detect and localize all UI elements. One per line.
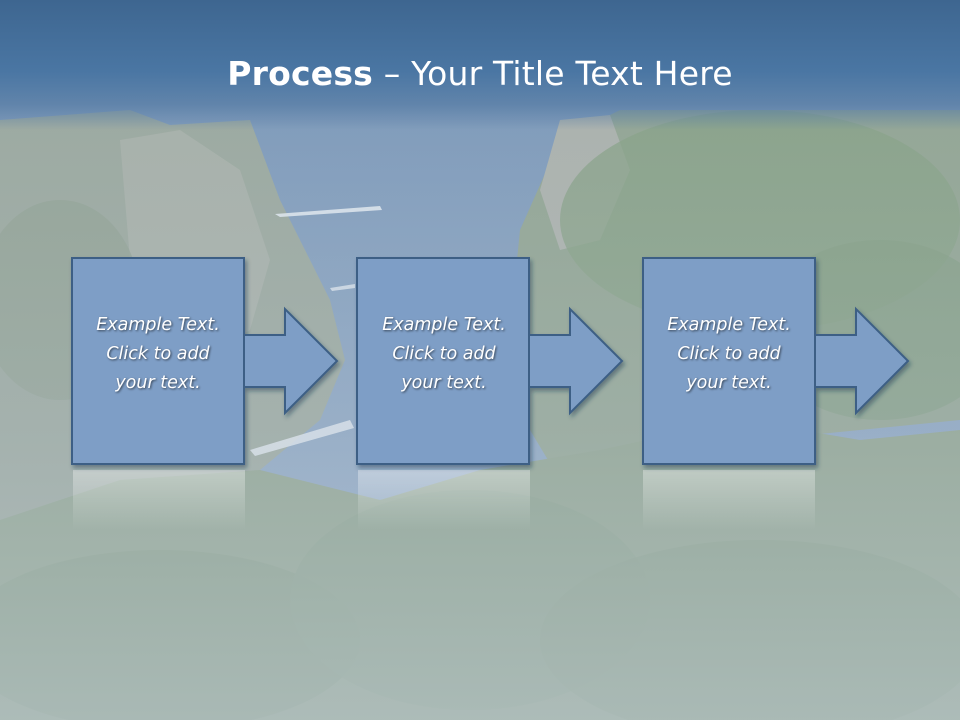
step-2-line-2: Click to add [392, 344, 496, 364]
step-3-line-3: your text. [686, 373, 772, 393]
reflection-group [73, 470, 815, 530]
step-3-arrow-shape [814, 306, 910, 416]
process-step-2[interactable] [356, 257, 624, 465]
step-1-text[interactable]: Example Text. Click to add your text. [71, 311, 245, 398]
step-1-box [71, 257, 245, 465]
step-3-text[interactable]: Example Text. Click to add your text. [642, 311, 816, 398]
step-1-line-2: Click to add [106, 344, 210, 364]
step-3-line-1: Example Text. [667, 315, 791, 335]
step-1-line-1: Example Text. [96, 315, 220, 335]
step-2-line-1: Example Text. [382, 315, 506, 335]
process-step-3[interactable] [642, 257, 910, 465]
title-band [0, 0, 960, 130]
slide-title[interactable]: Process – Your Title Text Here [0, 52, 960, 96]
step-2-box [356, 257, 530, 465]
title-rest-part: – Your Title Text Here [373, 54, 733, 93]
title-bold-part: Process [227, 54, 374, 93]
step-1-line-3: your text. [115, 373, 201, 393]
step-1-arrow-shape [243, 306, 339, 416]
step-2-arrow-shape [528, 306, 624, 416]
step-3-line-2: Click to add [677, 344, 781, 364]
step-2-line-3: your text. [401, 373, 487, 393]
step-2-text[interactable]: Example Text. Click to add your text. [357, 311, 531, 398]
process-step-1[interactable] [71, 257, 339, 465]
step-3-box [642, 257, 816, 465]
